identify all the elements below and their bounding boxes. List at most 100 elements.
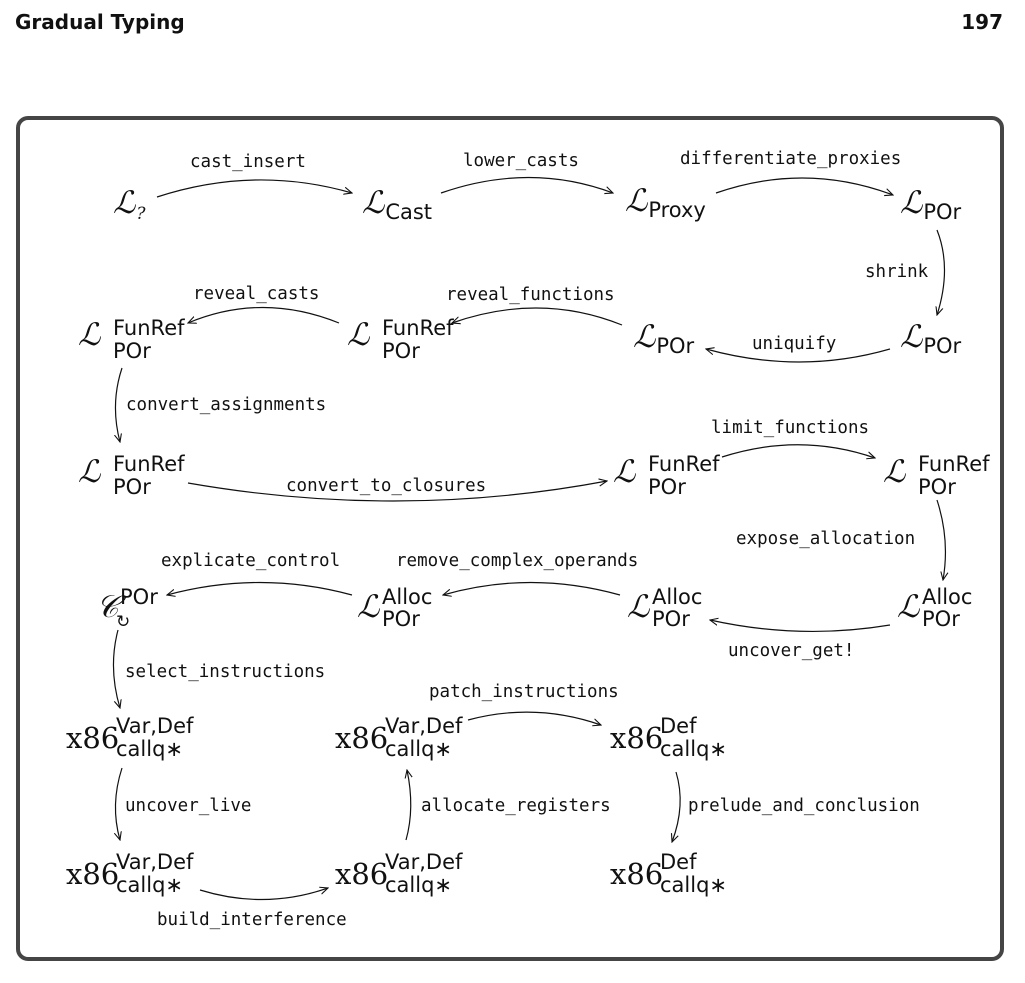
language-node-x86-def-1: x86 Def callq∗	[610, 714, 727, 761]
edge-lower-casts	[440, 176, 613, 194]
svg-text:ℒ: ℒ	[613, 454, 636, 490]
language-node-l-por-1: ℒPOr	[900, 185, 962, 224]
edge-remove-complex-operands	[443, 581, 621, 596]
svg-text:FunRef: FunRef	[918, 452, 990, 476]
pass-label-cast-insert: cast_insert	[190, 152, 306, 172]
language-node-l-funref-4: ℒ FunRef POr	[613, 452, 720, 499]
svg-text:ℒ: ℒ	[627, 589, 650, 625]
svg-text:x86: x86	[335, 721, 388, 755]
edge-build-interference	[199, 888, 328, 901]
svg-text:Var,Def: Var,Def	[116, 850, 194, 874]
svg-text:POr: POr	[113, 475, 151, 499]
svg-text:x86: x86	[610, 857, 663, 891]
svg-text:POr: POr	[648, 475, 686, 499]
language-node-l-proxy: ℒProxy	[625, 183, 706, 222]
edge-expose-allocation	[936, 499, 945, 580]
svg-text:POr: POr	[113, 339, 151, 363]
pass-label-allocate-registers: allocate_registers	[421, 796, 611, 816]
svg-text:callq∗: callq∗	[660, 873, 727, 897]
svg-text:callq∗: callq∗	[116, 737, 183, 761]
edge-shrink	[937, 229, 946, 315]
svg-text:Alloc: Alloc	[382, 585, 432, 609]
pass-label-lower-casts: lower_casts	[463, 151, 579, 171]
edge-select-instructions	[112, 629, 120, 708]
svg-text:ℒ: ℒ	[883, 454, 906, 490]
edge-uncover-live	[115, 767, 123, 840]
language-node-l-funref-1: ℒ FunRef POr	[347, 316, 454, 363]
edge-reveal-functions	[452, 307, 623, 326]
pass-label-build-interference: build_interference	[157, 910, 347, 930]
edge-convert-to-closures	[187, 481, 607, 502]
pass-label-shrink: shrink	[865, 262, 929, 282]
svg-text:↻: ↻	[116, 612, 130, 632]
svg-text:FunRef: FunRef	[648, 452, 720, 476]
pass-label-convert-assignments: convert_assignments	[126, 395, 326, 415]
edge-convert-assignments	[115, 367, 123, 442]
language-node-l-cast: ℒCast	[362, 185, 432, 224]
svg-text:Var,Def: Var,Def	[385, 714, 463, 738]
svg-text:callq∗: callq∗	[385, 737, 452, 761]
pass-label-reveal-functions: reveal_functions	[446, 285, 615, 305]
svg-text:POr: POr	[652, 607, 690, 631]
pass-label-patch-instructions: patch_instructions	[429, 682, 619, 702]
edge-uncover-get	[710, 620, 891, 633]
language-node-x86-var-def-2: x86 Var,Def callq∗	[335, 714, 463, 761]
svg-text:Alloc: Alloc	[652, 585, 702, 609]
svg-text:Var,Def: Var,Def	[116, 714, 194, 738]
pass-label-uniquify: uniquify	[752, 334, 836, 354]
language-node-l-funref-2: ℒ FunRef POr	[78, 316, 185, 363]
svg-text:Def: Def	[660, 850, 697, 874]
language-node-x86-var-def-3: x86 Var,Def callq∗	[66, 850, 194, 897]
svg-text:POr: POr	[922, 607, 960, 631]
diagram-frame	[16, 116, 1004, 961]
language-node-c-por: 𝒞 POr ↻	[96, 585, 158, 632]
pass-label-explicate-control: explicate_control	[161, 551, 340, 571]
svg-text:x86: x86	[335, 857, 388, 891]
svg-text:ℒ: ℒ	[357, 589, 380, 625]
svg-text:FunRef: FunRef	[113, 452, 185, 476]
language-node-l-funref-5: ℒ FunRef POr	[883, 452, 990, 499]
svg-text:ℒ: ℒ	[78, 317, 101, 353]
svg-text:Var,Def: Var,Def	[385, 850, 463, 874]
svg-text:POr: POr	[382, 339, 420, 363]
svg-text:Alloc: Alloc	[922, 585, 972, 609]
svg-text:x86: x86	[66, 721, 119, 755]
svg-text:POr: POr	[382, 607, 420, 631]
language-node-l-alloc-2: ℒ Alloc POr	[627, 585, 702, 631]
edge-cast-insert	[156, 179, 352, 198]
language-node-l-por-2: ℒPOr	[900, 319, 962, 358]
pass-label-convert-to-closures: convert_to_closures	[286, 476, 486, 496]
pass-label-differentiate-proxies: differentiate_proxies	[680, 149, 901, 169]
language-node-l-funref-3: ℒ FunRef POr	[78, 452, 185, 499]
language-node-l-por-3: ℒPOr	[633, 319, 695, 358]
svg-text:x86: x86	[66, 857, 119, 891]
language-node-l-alloc-3: ℒ Alloc POr	[357, 585, 432, 631]
pass-label-reveal-casts: reveal_casts	[193, 284, 319, 304]
language-node-l-alloc-1: ℒ Alloc POr	[897, 585, 972, 631]
pass-label-uncover-get: uncover_get!	[728, 641, 854, 661]
svg-text:ℒ: ℒ	[347, 317, 370, 353]
edge-patch-instructions	[467, 711, 601, 725]
language-node-x86-var-def-1: x86 Var,Def callq∗	[66, 714, 194, 761]
pass-label-uncover-live: uncover_live	[125, 796, 251, 816]
section-title: Gradual Typing	[15, 10, 185, 34]
page-number: 197	[961, 10, 1003, 34]
svg-text:ℒ: ℒ	[78, 454, 101, 490]
edge-explicate-control	[167, 581, 353, 596]
svg-text:FunRef: FunRef	[113, 316, 185, 340]
edge-limit-functions	[721, 444, 875, 458]
edge-allocate-registers	[406, 770, 411, 841]
pass-label-remove-complex-operands: remove_complex_operands	[396, 551, 638, 571]
language-node-x86-var-def-4: x86 Var,Def callq∗	[335, 850, 463, 897]
svg-text:POr: POr	[120, 585, 158, 609]
svg-text:POr: POr	[918, 475, 956, 499]
language-node-l-dyn: ℒ?	[113, 185, 146, 224]
svg-text:Def: Def	[660, 714, 697, 738]
edge-differentiate-proxies	[715, 177, 893, 195]
svg-text:FunRef: FunRef	[382, 316, 454, 340]
edge-reveal-casts	[188, 306, 340, 324]
svg-text:callq∗: callq∗	[116, 873, 183, 897]
svg-text:x86: x86	[610, 721, 663, 755]
svg-text:callq∗: callq∗	[385, 873, 452, 897]
